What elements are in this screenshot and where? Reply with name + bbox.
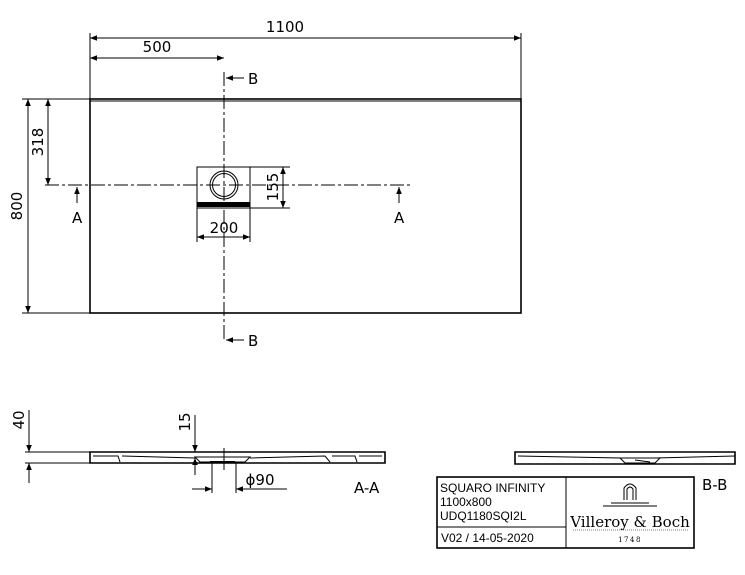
section-bb (514, 451, 736, 465)
dim-drain-width-label: 200 (210, 219, 239, 237)
title-block: SQUARO INFINITY 1100x800 UDQ1180SQI2L V0… (436, 476, 695, 549)
svg-text:B: B (248, 70, 258, 88)
section-marker-a-left: A (72, 187, 83, 227)
dim-center-y: 318 (29, 99, 51, 185)
dim-drain-height-label: 155 (264, 173, 282, 202)
section-marker-a-right: A (394, 187, 405, 227)
dim-height-label: 800 (8, 192, 26, 221)
section-marker-b-top: B (226, 70, 258, 88)
section-aa: 40 15 ϕ90 A-A (10, 410, 386, 497)
dim-center-y-label: 318 (29, 128, 47, 157)
drain-box (196, 166, 251, 209)
svg-text:A: A (394, 209, 405, 227)
dim-width: 1100 (89, 18, 522, 99)
version-date: V02 / 14-05-2020 (441, 531, 534, 545)
dim-height: 800 (8, 98, 90, 314)
brand-year: 1748 (618, 536, 642, 544)
svg-text:B: B (248, 332, 258, 350)
section-aa-profile (89, 451, 386, 464)
dim-center-x: 500 (90, 38, 224, 61)
section-aa-label: A-A (354, 479, 380, 497)
brand-name: Villeroy & Boch (569, 513, 690, 531)
dim-drain-width: 200 (196, 208, 251, 242)
svg-text:A: A (72, 209, 83, 227)
brand-logo: Villeroy & Boch 1748 (569, 483, 690, 544)
product-name: SQUARO INFINITY (440, 481, 545, 495)
section-bb-label: B-B (702, 476, 727, 494)
dim-drain-height: 155 (250, 166, 290, 209)
product-size: 1100x800 (440, 495, 492, 509)
tray-outline (89, 98, 522, 314)
article-number: UDQ1180SQI2L (440, 509, 527, 523)
dim-drain-depth-label: 15 (176, 412, 194, 431)
drain-icon (209, 170, 239, 200)
dim-thickness-label: 40 (10, 410, 28, 429)
dim-center-x-label: 500 (143, 38, 172, 56)
section-bb-profile (514, 451, 736, 465)
section-marker-b-bottom: B (226, 332, 258, 350)
plan-view: 1100 500 800 318 155 (8, 18, 522, 350)
dim-drain-diameter-label: ϕ90 (246, 471, 275, 489)
dim-width-label: 1100 (266, 18, 304, 36)
